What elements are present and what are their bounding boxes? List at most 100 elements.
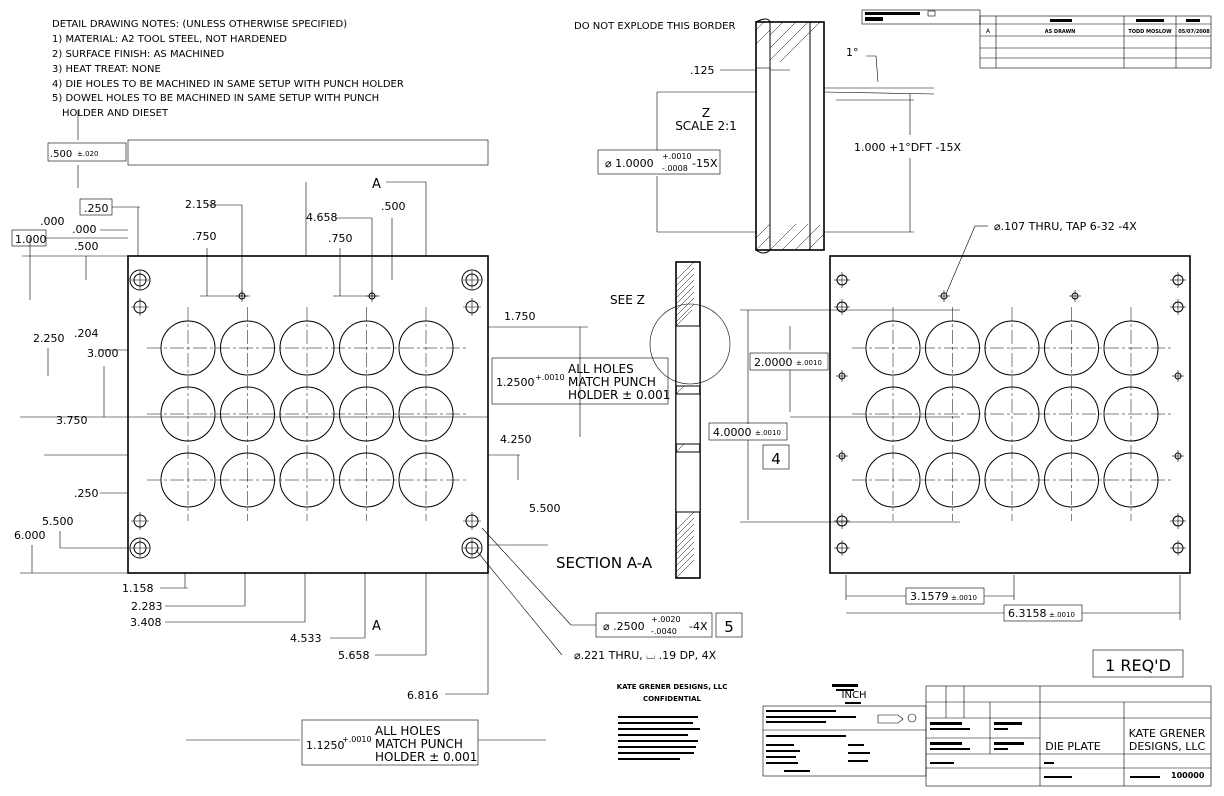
revision-description: AS DRAWN bbox=[1045, 29, 1076, 35]
title-company-2: DESIGNS, LLC bbox=[1129, 740, 1206, 753]
hole2-note-1: ALL HOLES bbox=[375, 724, 441, 738]
dowel-qty: -4X bbox=[689, 620, 708, 633]
z-scale: SCALE 2:1 bbox=[675, 119, 737, 133]
right-note-number: 4 bbox=[771, 450, 781, 468]
dim-b-1158: 1.158 bbox=[122, 582, 154, 595]
detail-z-circle bbox=[649, 303, 731, 385]
tap-note: ⌀.107 THRU, TAP 6-32 -4X bbox=[994, 220, 1137, 233]
right-v1-tol: ±.0010 bbox=[796, 359, 822, 367]
qty-text: 1 REQ'D bbox=[1105, 656, 1171, 675]
z-dia-plus: +.0010 bbox=[662, 152, 692, 161]
dim-b-3408: 3.408 bbox=[130, 616, 162, 629]
note-4: 4) DIE HOLES TO BE MACHINED IN SAME SETU… bbox=[52, 79, 404, 90]
section-mark-bottom: A bbox=[372, 619, 381, 634]
dim-x-4658: 4.658 bbox=[306, 211, 338, 224]
dim-y-2250: 2.250 bbox=[33, 332, 65, 345]
dim-y-6000: 6.000 bbox=[14, 529, 46, 542]
counterbore-ring bbox=[129, 537, 151, 559]
hole-note-2: MATCH PUNCH bbox=[568, 375, 656, 389]
front-view bbox=[20, 182, 489, 574]
dim-x-500a: .500 bbox=[74, 240, 99, 253]
front-fastener-holes bbox=[129, 269, 483, 559]
right-h2: 6.3158 bbox=[1008, 607, 1047, 620]
revision-letter: A bbox=[986, 28, 991, 35]
revision-block: A AS DRAWN TODD MOSLOW 05/07/2008 bbox=[861, 9, 1212, 69]
dim-y-250: .250 bbox=[74, 487, 99, 500]
dim-y-204: .204 bbox=[74, 327, 99, 340]
dim-x-4250: 4.250 bbox=[500, 433, 532, 446]
hole-tol: +.0010 bbox=[535, 373, 565, 382]
hole2-dia: 1.1250 bbox=[306, 739, 345, 752]
z-dia-minus: -.0008 bbox=[662, 164, 688, 173]
hole-callout-main: 1.2500 +.0010 ALL HOLES MATCH PUNCH HOLD… bbox=[491, 357, 670, 405]
right-v1: 2.0000 bbox=[754, 356, 793, 369]
right-plate-outline bbox=[829, 255, 1191, 574]
dim-y-3000: 3.000 bbox=[87, 347, 119, 360]
hole-dia: 1.2500 bbox=[496, 376, 535, 389]
dim-x-750b: .750 bbox=[328, 232, 353, 245]
right-h1: 3.1579 bbox=[910, 590, 949, 603]
dim-b-2283: 2.283 bbox=[131, 600, 163, 613]
dowel-minus: -.0040 bbox=[651, 627, 677, 636]
z-dia-base: ⌀ 1.0000 bbox=[605, 157, 654, 170]
thk-base: .500 bbox=[50, 149, 72, 160]
hole2-note-2: MATCH PUNCH bbox=[375, 737, 463, 751]
right-v2-tol: ±.0010 bbox=[755, 429, 781, 437]
z-title: Z bbox=[702, 106, 710, 120]
title-text: DIE PLATE bbox=[1045, 740, 1101, 753]
section-a-a: SEE Z SECTION A-A bbox=[556, 261, 731, 579]
right-h2-tol: ±.0010 bbox=[1049, 611, 1075, 619]
dim-b-4533: 4.533 bbox=[290, 632, 322, 645]
dim-y-3750: 3.750 bbox=[56, 414, 88, 427]
revision-date: 05/07/2008 bbox=[1178, 29, 1210, 35]
counterbore-note: ⌀.221 THRU, ⌴ .19 DP, 4X bbox=[574, 649, 717, 662]
y0-boxed: 1.000 bbox=[15, 233, 47, 246]
front-plate-outline bbox=[127, 255, 489, 574]
section-label: SECTION A-A bbox=[556, 554, 653, 572]
drawing-number: 100000 bbox=[1171, 771, 1205, 780]
counterbore-ring bbox=[461, 537, 483, 559]
dim-x-2158: 2.158 bbox=[185, 198, 217, 211]
note-5-cont: HOLDER AND DIESET bbox=[62, 108, 169, 119]
thickness-view: .500 ±.020 bbox=[47, 110, 489, 188]
z-dia-qty: -15X bbox=[692, 157, 718, 170]
dim-b-5658: 5.658 bbox=[338, 649, 370, 662]
z-depth: 1.000 +1°DFT -15X bbox=[854, 141, 961, 154]
note-3: 3) HEAT TREAT: NONE bbox=[52, 64, 161, 75]
revision-drawn-by: TODD MOSLOW bbox=[1128, 29, 1172, 35]
right-fastener-holes bbox=[834, 272, 1186, 556]
right-h1-tol: ±.0010 bbox=[951, 594, 977, 602]
counterbore-ring bbox=[129, 269, 151, 291]
hole-note-1: ALL HOLES bbox=[568, 362, 634, 376]
title-company-1: KATE GRENER bbox=[1129, 727, 1206, 740]
right-v2: 4.0000 bbox=[713, 426, 752, 439]
right-view: ⌀.107 THRU, TAP 6-32 -4X 2.0000 ±.0010 4… bbox=[708, 220, 1191, 622]
z-diameter-callout bbox=[597, 149, 721, 175]
title-block: INCH DIE PLA bbox=[762, 684, 1212, 787]
dim-b-6816: 6.816 bbox=[407, 689, 439, 702]
see-z: SEE Z bbox=[610, 293, 645, 307]
dowel-callout: ⌀ .2500 +.0020 -.0040 -4X 5 ⌀.221 THRU, … bbox=[475, 527, 743, 662]
z-angle: 1° bbox=[846, 46, 859, 59]
dowel-note-number: 5 bbox=[724, 618, 734, 636]
dowel-base: ⌀ .2500 bbox=[603, 620, 645, 633]
hole-callout-secondary: 1.1250 +.0010 ALL HOLES MATCH PUNCH HOLD… bbox=[301, 719, 479, 766]
front-dimension-lines bbox=[20, 181, 588, 741]
dim-x-500b: .500 bbox=[381, 200, 406, 213]
company-name: KATE GRENER DESIGNS, LLC bbox=[617, 683, 728, 691]
notes-header: DETAIL DRAWING NOTES: (UNLESS OTHERWISE … bbox=[52, 19, 347, 30]
dim-x-750a: .750 bbox=[192, 230, 217, 243]
thk-tol: ±.020 bbox=[77, 150, 98, 158]
dim-y-5500: 5.500 bbox=[42, 515, 74, 528]
dowel-plus: +.0020 bbox=[651, 615, 681, 624]
qty-box bbox=[1092, 649, 1184, 678]
counterbore-ring bbox=[461, 269, 483, 291]
company-confidential: CONFIDENTIAL bbox=[643, 695, 702, 703]
right-hole-grid bbox=[852, 307, 1172, 521]
section-mark-top: A bbox=[372, 177, 381, 192]
note-2: 2) SURFACE FINISH: AS MACHINED bbox=[52, 49, 224, 60]
z-thickness: .125 bbox=[690, 64, 715, 77]
hole2-note-3: HOLDER ± 0.001 bbox=[375, 750, 477, 764]
